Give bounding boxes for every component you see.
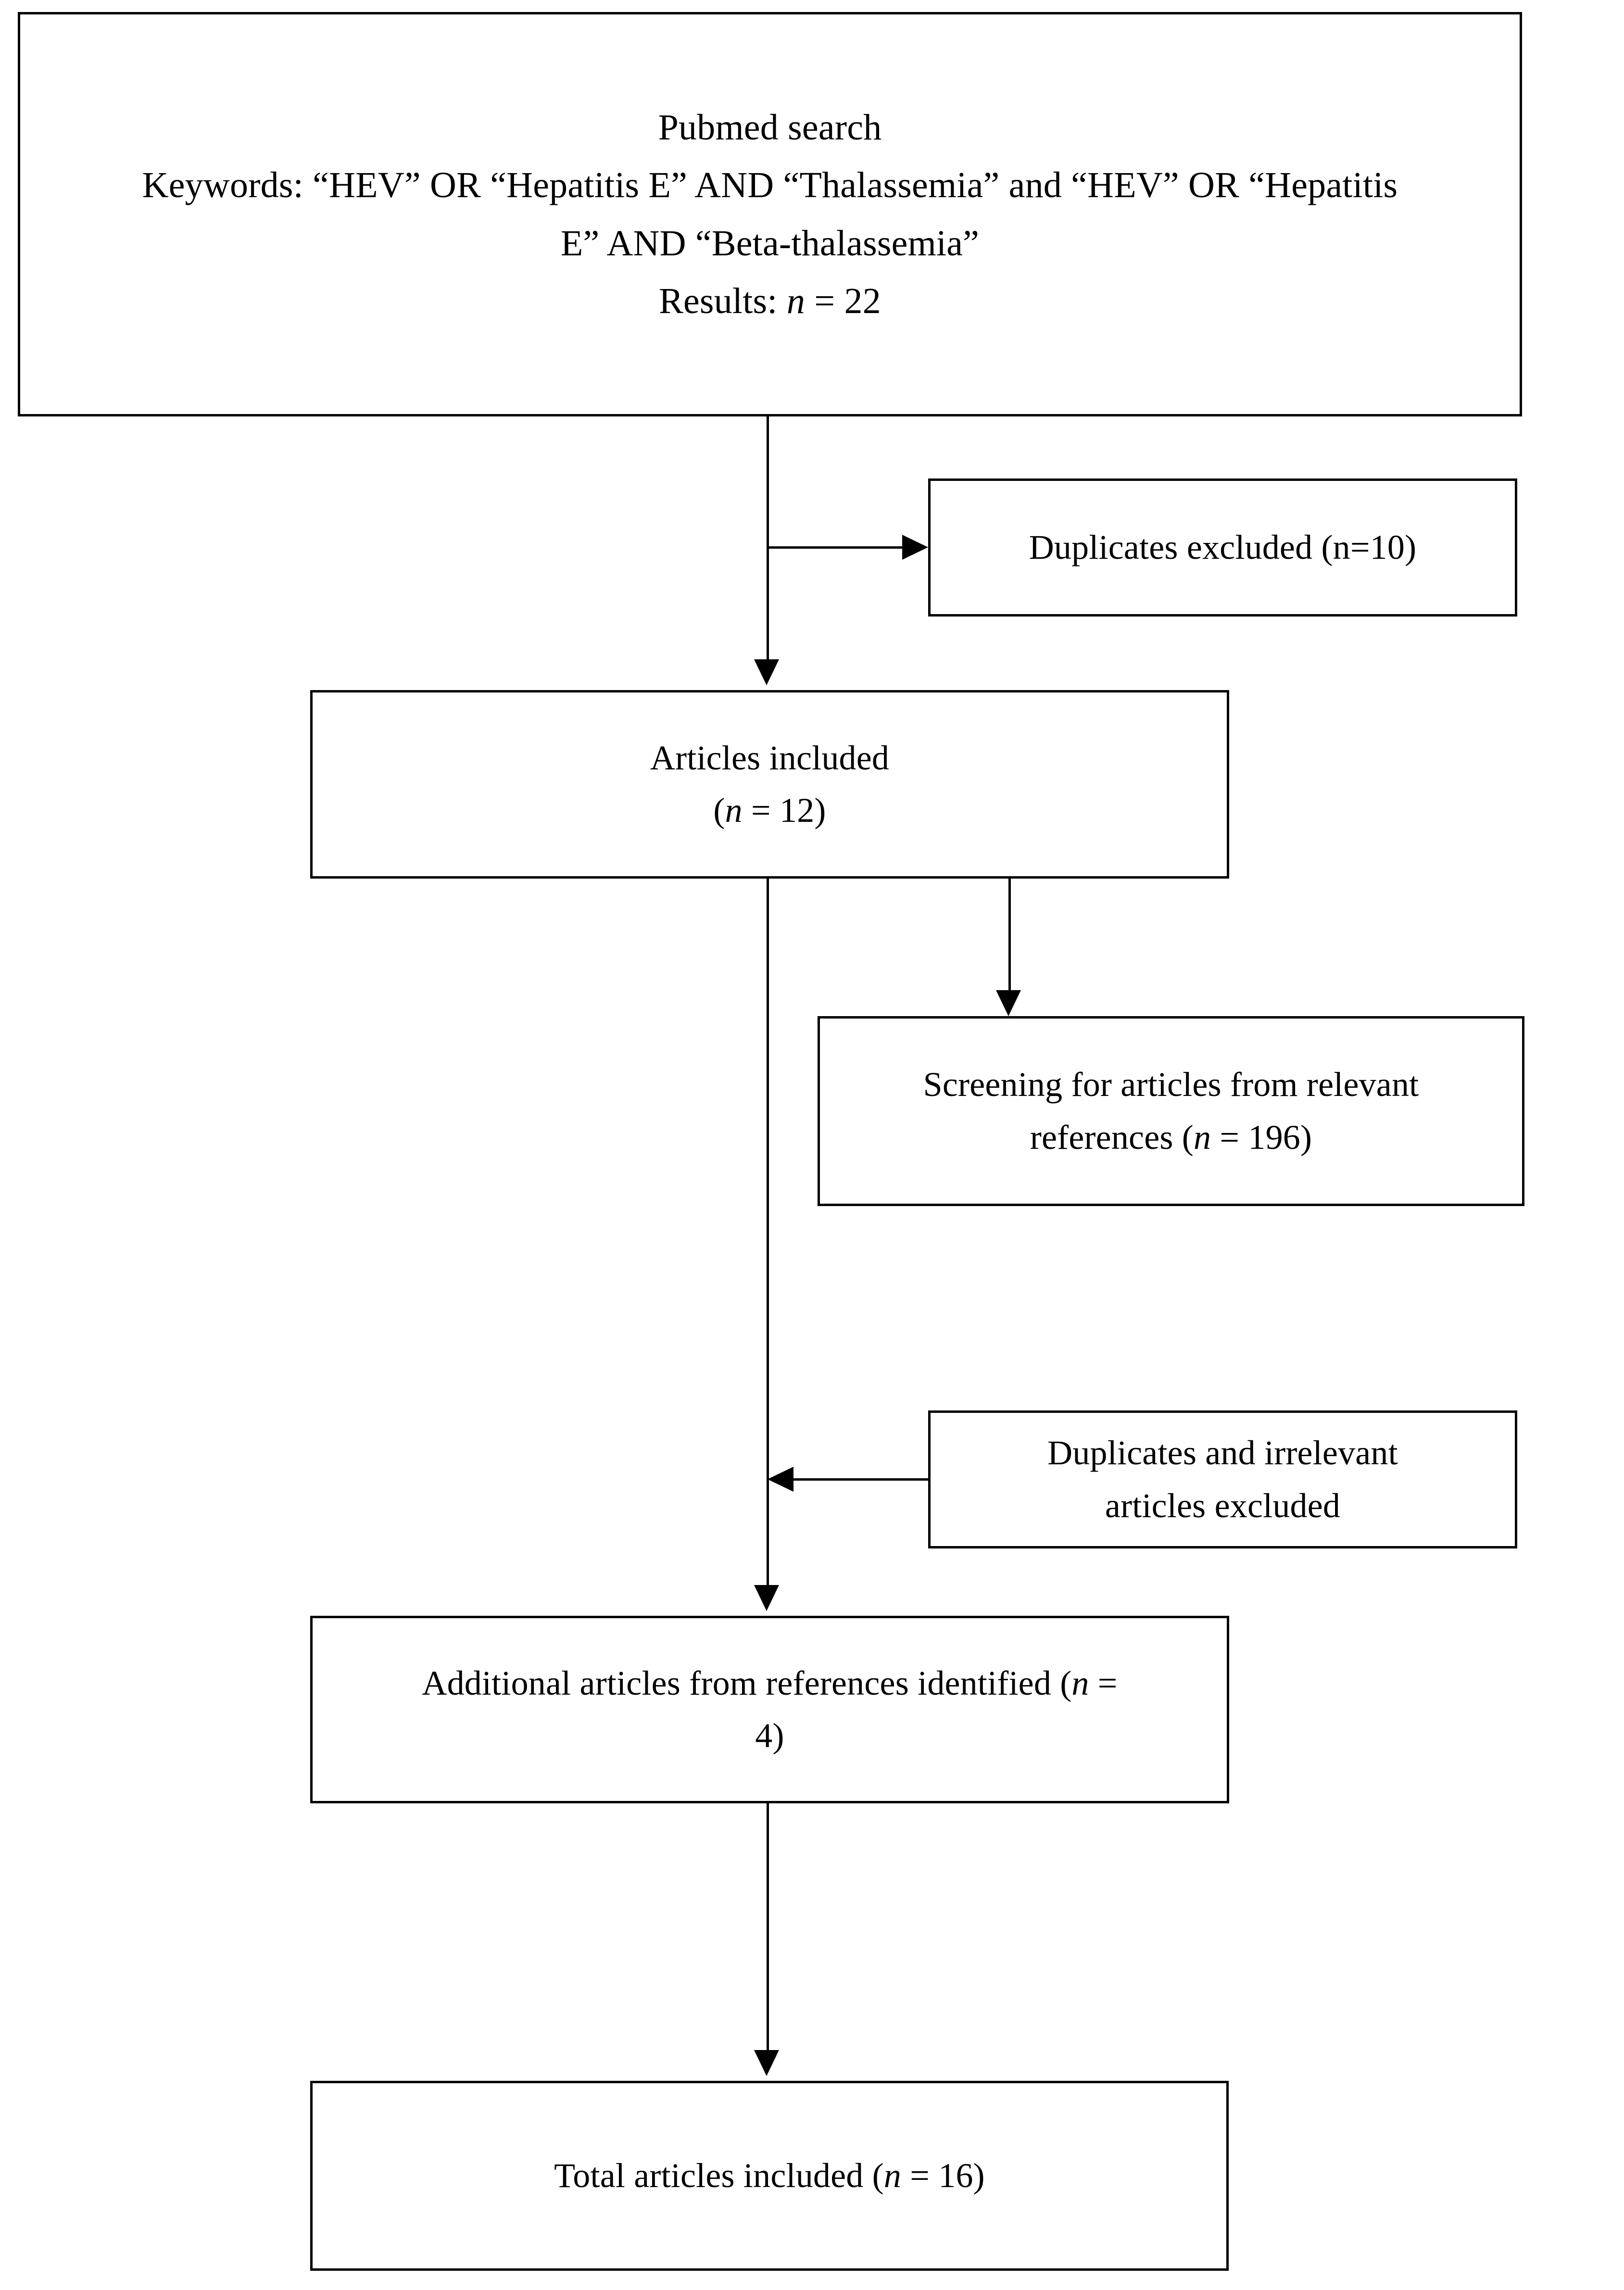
duplicates-excluded-box: Duplicates excluded (n=10)	[928, 478, 1517, 617]
duplicates-irrelevant-line2: articles excluded	[1105, 1486, 1341, 1525]
screening-label: references (	[1030, 1118, 1194, 1157]
additional-articles-text: Additional articles from references iden…	[313, 1657, 1227, 1762]
duplicates-excluded-text: Duplicates excluded (n=10)	[1029, 528, 1417, 566]
articles-included-box: Articles included (n = 12)	[310, 690, 1229, 879]
total-articles-box: Total articles included (n = 16)	[310, 2081, 1229, 2271]
additional-label: Additional articles from references iden…	[422, 1663, 1072, 1702]
screening-count-value: = 196)	[1211, 1118, 1312, 1157]
articles-included-text: Articles included (n = 12)	[313, 732, 1227, 837]
pubmed-search-box: Pubmed search Keywords: “HEV” OR “Hepati…	[18, 12, 1522, 416]
arrow-head-right-to-duplicates-excluded	[902, 535, 928, 560]
pubmed-search-line2: Keywords: “HEV” OR “Hepatitis E” AND “Th…	[142, 165, 1398, 206]
total-n-symbol: n	[883, 2156, 902, 2195]
arrow-head-down-to-articles-included	[754, 659, 779, 685]
arrow-head-down-to-additional-articles	[754, 1585, 779, 1611]
connector-additional-to-total	[767, 1803, 769, 2050]
screening-line1: Screening for articles from relevant	[923, 1065, 1419, 1104]
additional-articles-box: Additional articles from references iden…	[310, 1616, 1229, 1803]
articles-count-value: = 12)	[742, 791, 826, 830]
total-articles-label: Total articles included (	[554, 2156, 884, 2195]
articles-n-symbol: n	[725, 791, 743, 830]
paren-open: (	[713, 791, 725, 830]
results-value: = 22	[805, 280, 881, 321]
duplicates-irrelevant-excluded-box: Duplicates and irrelevant articles exclu…	[928, 1410, 1517, 1548]
pubmed-search-line1: Pubmed search	[658, 107, 882, 148]
connector-articles-to-additional	[767, 879, 769, 1585]
total-articles-count-value: = 16)	[901, 2156, 985, 2195]
pubmed-search-text: Pubmed search Keywords: “HEV” OR “Hepati…	[20, 99, 1520, 329]
screening-n-symbol: n	[1193, 1118, 1211, 1157]
pubmed-search-results-line: Results: n = 22	[659, 281, 881, 321]
results-n-symbol: n	[786, 280, 806, 321]
arrow-head-left-to-spine	[768, 1467, 793, 1492]
articles-included-label: Articles included	[650, 738, 890, 777]
additional-n-symbol: n	[1071, 1663, 1089, 1702]
additional-equals: =	[1089, 1663, 1118, 1702]
screening-references-box: Screening for articles from relevant ref…	[818, 1016, 1524, 1206]
additional-articles-line2: 4)	[755, 1716, 784, 1755]
arrow-head-down-to-screening	[996, 990, 1021, 1016]
connector-articles-to-screening	[1008, 879, 1011, 990]
connector-spine-to-duplicates-excluded	[769, 546, 902, 549]
duplicates-irrelevant-line1: Duplicates and irrelevant	[1047, 1434, 1398, 1472]
articles-included-count-line: (n = 12)	[713, 791, 826, 830]
results-label: Results:	[659, 280, 787, 321]
screening-references-text: Screening for articles from relevant ref…	[820, 1058, 1522, 1164]
duplicates-irrelevant-text: Duplicates and irrelevant articles exclu…	[931, 1427, 1515, 1532]
connector-irrelevant-to-spine	[793, 1478, 931, 1481]
arrow-head-down-to-total-articles	[754, 2050, 779, 2076]
pubmed-search-line3: E” AND “Beta-thalassemia”	[560, 223, 980, 264]
total-articles-text: Total articles included (n = 16)	[313, 2150, 1226, 2202]
screening-count-line: references (n = 196)	[1030, 1118, 1312, 1157]
connector-pubmed-to-articles	[767, 416, 769, 659]
additional-articles-line1: Additional articles from references iden…	[422, 1664, 1117, 1702]
